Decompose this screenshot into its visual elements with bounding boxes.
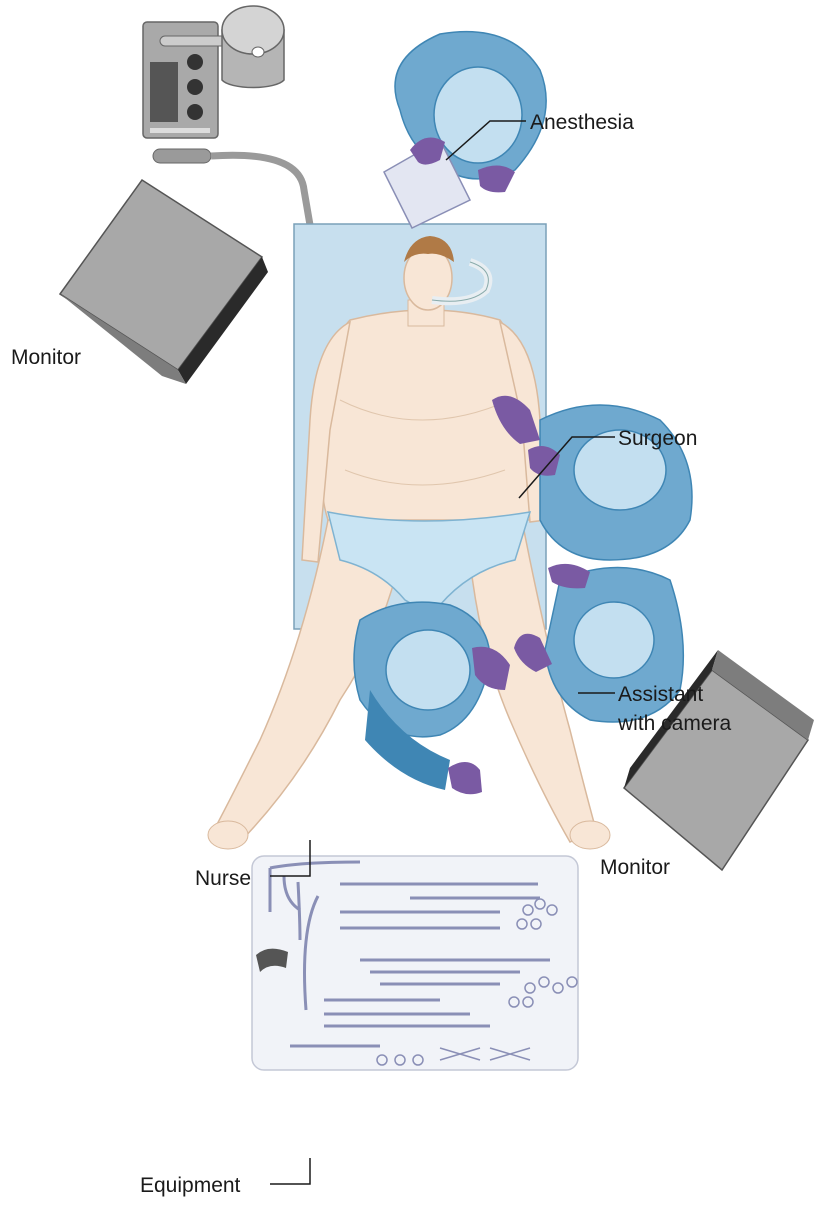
insufflator-unit [143,6,310,225]
label-assistant: Assistant [618,683,703,706]
label-monitor-left: Monitor [11,346,81,369]
equipment-leader [270,1158,310,1184]
label-assistant-with-camera: with camera [617,712,732,735]
label-nurse: Nurse [195,867,251,890]
anesthesiologist [384,32,546,228]
label-surgeon: Surgeon [618,427,697,450]
equipment-tray [252,856,578,1070]
label-monitor-right: Monitor [600,856,670,879]
monitor-left [60,180,268,384]
label-equipment: Equipment [140,1174,241,1197]
label-anesthesia: Anesthesia [530,111,634,134]
